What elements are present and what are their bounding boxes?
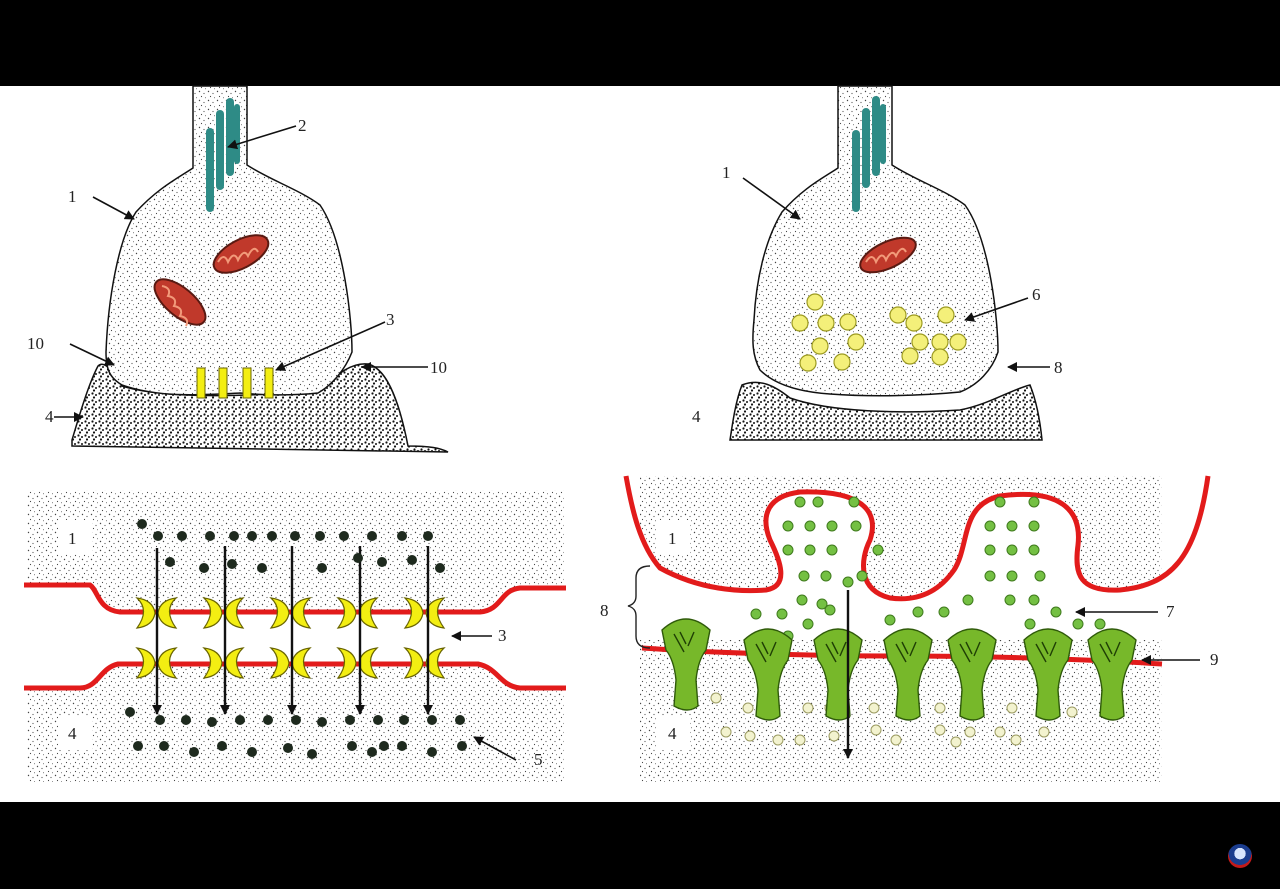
connexon-3 [269, 597, 312, 679]
ions-top [137, 519, 445, 573]
label-3: 3 [498, 626, 507, 645]
ion-flow-arrows [152, 546, 433, 715]
label-2: 2 [298, 116, 307, 135]
label-4: 4 [692, 407, 701, 426]
arrow-10-left [69, 343, 115, 366]
chemical-synapse-overview: 1 6 8 4 [692, 85, 1063, 441]
label-8: 8 [600, 601, 609, 620]
label-1: 1 [722, 163, 731, 182]
connexon-5 [403, 597, 446, 679]
connexon-1 [135, 597, 178, 679]
label-1: 1 [68, 529, 77, 548]
connexon-2 [202, 597, 245, 679]
label-6: 6 [1032, 285, 1041, 304]
label-8: 8 [1054, 358, 1063, 377]
ions-bottom [125, 707, 467, 759]
receptor-4 [883, 628, 933, 721]
presynaptic-terminal [752, 85, 999, 397]
chemical-synapse-closeup: 1 4 8 7 9 [600, 475, 1219, 782]
mitochondria [153, 234, 270, 327]
label-1: 1 [68, 187, 77, 206]
receptor-6 [1023, 628, 1073, 721]
connexon-4 [336, 597, 379, 679]
presynaptic-terminal [105, 85, 353, 396]
receptor-1 [661, 618, 711, 711]
arrow-2 [227, 125, 297, 150]
arrow-1 [92, 196, 135, 220]
connexon-channels [135, 597, 446, 679]
label-1: 1 [668, 529, 677, 548]
label-10-right: 10 [430, 358, 447, 377]
presynaptic-membrane-line [623, 475, 1211, 602]
gap-junction-closeup: 1 4 3 5 [24, 490, 566, 782]
label-4: 4 [668, 724, 677, 743]
mitochondrion [859, 236, 917, 274]
label-4-box [656, 716, 690, 750]
arrow-5 [473, 736, 517, 761]
label-9: 9 [1210, 650, 1219, 669]
label-4: 4 [45, 407, 54, 426]
label-4: 4 [68, 724, 77, 743]
synaptic-cleft-area [626, 476, 1208, 640]
arrow-3 [275, 321, 386, 371]
receptors [661, 618, 1137, 721]
receptor-2 [743, 628, 793, 721]
synaptic-vesicles [791, 293, 967, 372]
label-4-box [58, 716, 92, 750]
microtubules [852, 96, 886, 212]
arrow-1 [742, 177, 801, 220]
electrical-synapse-overview: 2 1 3 10 10 4 [27, 85, 449, 453]
channel-logo-icon [1228, 844, 1252, 868]
receptor-5 [947, 628, 997, 721]
arrow-6 [964, 297, 1029, 322]
label-7: 7 [1166, 602, 1175, 621]
gap-junction-channels [196, 367, 274, 399]
receptor-3 [813, 628, 863, 721]
label-1-box [656, 520, 690, 554]
label-1-box [58, 520, 92, 554]
cleft-brace [627, 565, 651, 649]
label-5: 5 [534, 750, 543, 769]
label-3: 3 [386, 310, 395, 329]
label-10-left: 10 [27, 334, 44, 353]
receptor-7 [1087, 628, 1137, 721]
postsynaptic-cell [729, 381, 1043, 441]
